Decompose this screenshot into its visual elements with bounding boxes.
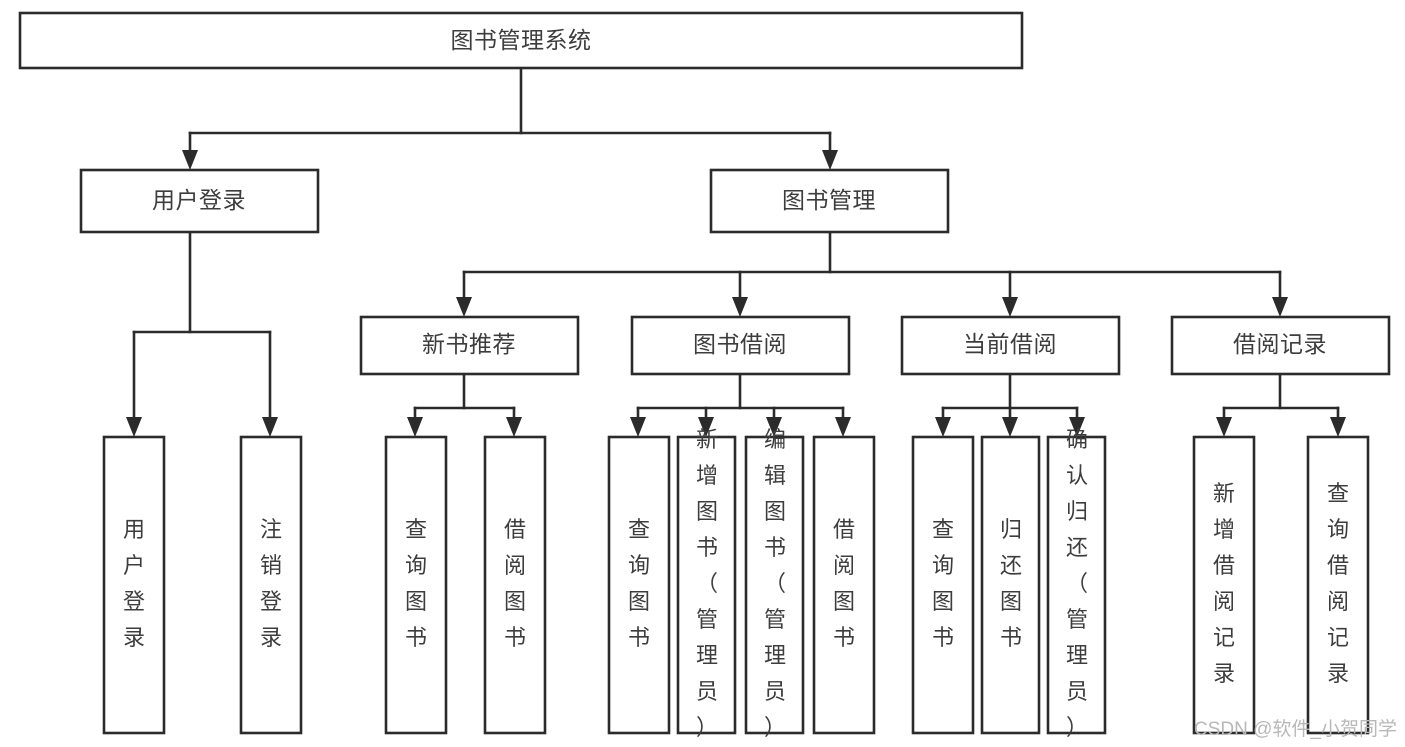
arrow-to-new-book-recommend [456, 297, 472, 317]
arrow-to-leaf-borrow-book-1 [506, 417, 522, 437]
node-leaf-query-book-3[interactable]: 查询图书 [911, 435, 975, 735]
node-leaf-user-login-label: 用户登录 [123, 517, 145, 650]
node-root[interactable]: 图书管理系统 [18, 11, 1024, 70]
node-current-borrow-box[interactable] [900, 315, 1121, 376]
node-borrow-record-label: 借阅记录 [1233, 331, 1327, 357]
node-leaf-return-book-label: 归还图书 [1000, 517, 1022, 650]
node-leaf-add-book-label: 新增图书（管理员） [696, 427, 718, 740]
arrow-to-leaf-return-book [1002, 417, 1018, 437]
node-leaf-query-book-1-box[interactable] [384, 435, 448, 735]
node-leaf-edit-book-box[interactable] [744, 435, 805, 735]
node-book-borrow-box[interactable] [630, 315, 851, 376]
node-root-box[interactable] [18, 11, 1024, 70]
node-leaf-edit-book[interactable]: 编辑图书（管理员） [744, 427, 805, 740]
node-current-borrow[interactable]: 当前借阅 [900, 315, 1121, 376]
node-leaf-borrow-book-1-label: 借阅图书 [504, 517, 526, 650]
node-leaf-user-login-box[interactable] [102, 435, 166, 735]
node-book-borrow-label: 图书借阅 [693, 331, 787, 357]
node-user-login[interactable]: 用户登录 [79, 168, 320, 234]
node-leaf-edit-book-label: 编辑图书（管理员） [764, 427, 786, 740]
node-leaf-user-login[interactable]: 用户登录 [102, 435, 166, 735]
arrow-to-leaf-edit-book [766, 417, 782, 437]
arrow-to-leaf-user-login [126, 417, 142, 437]
node-book-borrow[interactable]: 图书借阅 [630, 315, 851, 376]
arrow-to-leaf-query-book-1 [407, 417, 423, 437]
node-leaf-user-logout[interactable]: 注销登录 [239, 435, 303, 735]
node-leaf-confirm-return-box[interactable] [1046, 435, 1107, 735]
arrow-to-borrow-record [1272, 297, 1288, 317]
node-root-label: 图书管理系统 [451, 27, 592, 53]
node-leaf-add-book[interactable]: 新增图书（管理员） [676, 427, 737, 740]
node-leaf-user-logout-label: 注销登录 [260, 517, 282, 650]
arrow-to-leaf-query-book-3 [935, 417, 951, 437]
arrow-to-leaf-query-book-2 [630, 417, 646, 437]
node-leaf-query-book-3-box[interactable] [911, 435, 975, 735]
node-leaf-query-book-1-label: 查询图书 [405, 517, 427, 650]
node-leaf-add-book-box[interactable] [676, 435, 737, 735]
arrow-to-leaf-borrow-book-2 [835, 417, 851, 437]
node-user-login-box[interactable] [79, 168, 320, 234]
node-leaf-query-record-box[interactable] [1306, 435, 1370, 735]
node-book-management[interactable]: 图书管理 [709, 168, 950, 234]
node-leaf-confirm-return-label: 确认归还（管理员） [1066, 427, 1088, 740]
node-leaf-add-record[interactable]: 新增借阅记录 [1192, 435, 1256, 735]
node-leaf-add-record-box[interactable] [1192, 435, 1256, 735]
node-book-management-label: 图书管理 [782, 187, 876, 213]
node-leaf-query-book-2-box[interactable] [607, 435, 671, 735]
arrow-to-leaf-user-logout [262, 417, 278, 437]
node-user-login-label: 用户登录 [152, 187, 246, 213]
node-leaf-borrow-book-1-box[interactable] [483, 435, 547, 735]
node-leaf-borrow-book-2-box[interactable] [812, 435, 876, 735]
node-borrow-record-box[interactable] [1170, 315, 1391, 376]
node-leaf-add-record-label: 新增借阅记录 [1213, 481, 1235, 686]
arrow-to-leaf-add-book [698, 417, 714, 437]
node-leaf-query-record-label: 查询借阅记录 [1327, 481, 1349, 686]
node-current-borrow-label: 当前借阅 [963, 331, 1057, 357]
edge-layer [126, 66, 1346, 437]
arrow-to-leaf-query-record [1330, 417, 1346, 437]
node-leaf-confirm-return[interactable]: 确认归还（管理员） [1046, 427, 1107, 740]
node-leaf-borrow-book-2-label: 借阅图书 [833, 517, 855, 650]
node-new-book-recommend[interactable]: 新书推荐 [359, 315, 580, 376]
arrow-to-leaf-add-record [1216, 417, 1232, 437]
node-leaf-return-book-box[interactable] [980, 435, 1041, 735]
node-new-book-recommend-box[interactable] [359, 315, 580, 376]
node-leaf-return-book[interactable]: 归还图书 [980, 435, 1041, 735]
arrow-to-current-borrow [1002, 297, 1018, 317]
node-leaf-query-book-2[interactable]: 查询图书 [607, 435, 671, 735]
arrow-to-user-login [182, 150, 198, 170]
arrow-to-leaf-confirm-return [1069, 417, 1085, 437]
node-leaf-user-logout-box[interactable] [239, 435, 303, 735]
arrow-to-book-management [822, 150, 838, 170]
arrow-to-book-borrow [732, 297, 748, 317]
node-leaf-borrow-book-2[interactable]: 借阅图书 [812, 435, 876, 735]
node-leaf-query-book-2-label: 查询图书 [628, 517, 650, 650]
leaf-layer: 用户登录 注销登录 查询图书 借阅图书 查询图书 新增图书（管理员） [102, 427, 1370, 740]
node-leaf-query-book-3-label: 查询图书 [932, 517, 954, 650]
node-book-management-box[interactable] [709, 168, 950, 234]
node-borrow-record[interactable]: 借阅记录 [1170, 315, 1391, 376]
node-leaf-borrow-book-1[interactable]: 借阅图书 [483, 435, 547, 735]
node-new-book-recommend-label: 新书推荐 [422, 331, 516, 357]
node-leaf-query-book-1[interactable]: 查询图书 [384, 435, 448, 735]
node-leaf-query-record[interactable]: 查询借阅记录 [1306, 435, 1370, 735]
